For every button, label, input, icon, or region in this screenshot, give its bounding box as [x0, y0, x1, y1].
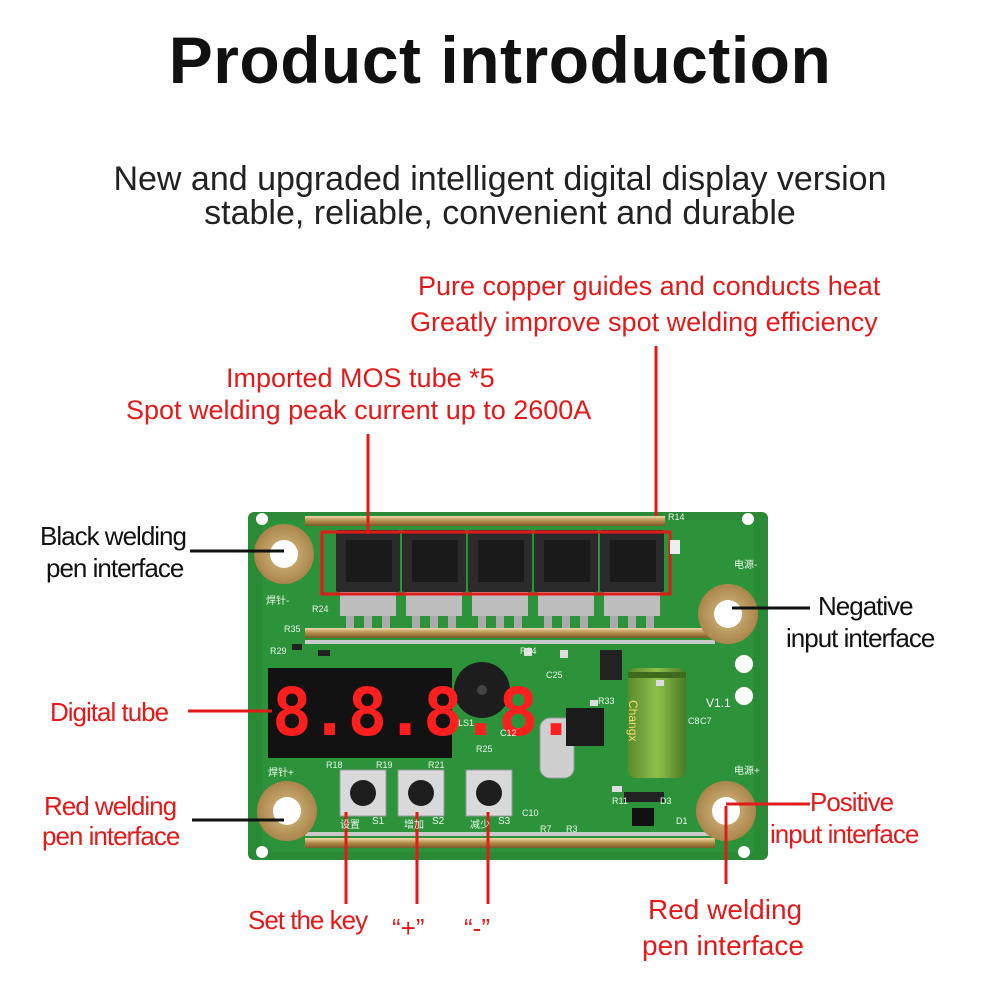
digital-tube-callout: Digital tube [50, 697, 169, 727]
copper-callout-line-1: Pure copper guides and conducts heat [418, 271, 881, 301]
black-pen-callout-line-1: Black welding [40, 521, 187, 551]
pad-black-pen [254, 524, 314, 584]
red-pen-left-callout-line-2: pen interface [42, 821, 180, 851]
label-neg-input: 电源- [734, 560, 758, 571]
label-r7: R7 [540, 824, 552, 834]
label-c25: C25 [546, 670, 563, 680]
mos-callout-line-2: Spot welding peak current up to 2600A [126, 395, 592, 425]
label-key3: 减少 [470, 820, 490, 831]
plus-key-callout: “+” [392, 913, 425, 943]
label-r21: R21 [428, 760, 445, 770]
electrolytic-capacitor [628, 668, 686, 778]
button-set [339, 769, 387, 817]
label-s2: S2 [432, 816, 445, 827]
ic-chip [566, 708, 604, 746]
positive-callout-line-2: input interface [770, 819, 919, 849]
label-r25: R25 [476, 744, 493, 754]
subtitle-line-2: stable, reliable, convenient and durable [204, 194, 796, 232]
board-version: V1.1 [706, 696, 731, 710]
set-key-callout: Set the key [248, 905, 368, 935]
crystal [539, 717, 575, 779]
button-plus [397, 769, 445, 817]
negative-callout-line-1: Negative [818, 591, 914, 621]
label-r11: R11 [612, 796, 628, 806]
digital-tube-display [268, 668, 452, 758]
label-ls1: LS1 [458, 718, 475, 728]
pad-negative-input [698, 584, 758, 644]
mos-callout-line-1: Imported MOS tube *5 [226, 363, 495, 393]
positive-callout-line-1: Positive [810, 787, 894, 817]
label-r18: R18 [326, 760, 343, 770]
black-pen-callout-line-2: pen interface [46, 553, 184, 583]
label-c12: C12 [500, 728, 517, 738]
label-d1: D1 [676, 816, 688, 826]
label-s1: S1 [372, 816, 385, 827]
label-c8: C8 [688, 716, 700, 726]
label-r35: R35 [284, 624, 301, 634]
label-r34: R34 [520, 646, 537, 656]
red-pen-bottom-callout-line-2: pen interface [642, 930, 804, 961]
label-key1: 设置 [340, 820, 360, 831]
pad-red-pen [257, 781, 317, 841]
label-pen-pos: 焊针+ [268, 768, 294, 779]
mos-highlight-box [320, 530, 672, 596]
label-d3: D3 [660, 796, 672, 806]
label-r3: R3 [566, 824, 578, 834]
capacitor-brand: Changx [626, 700, 640, 742]
copper-bar-mid [305, 628, 715, 638]
red-pen-bottom-callout-line-1: Red welding [648, 894, 803, 925]
label-pos-input: 电源+ [734, 766, 760, 777]
label-r19: R19 [376, 760, 393, 770]
label-c7: C7 [700, 716, 712, 726]
label-r24: R24 [312, 604, 329, 614]
copper-bar-top [305, 516, 665, 526]
label-r33: R33 [598, 696, 615, 706]
label-r14: R14 [668, 512, 685, 522]
subtitle-line-1: New and upgraded intelligent digital dis… [113, 160, 887, 198]
negative-callout-line-2: input interface [786, 623, 935, 653]
copper-callout-line-2: Greatly improve spot welding efficiency [410, 307, 878, 337]
button-minus [465, 769, 513, 817]
page-title: Product introduction [168, 23, 832, 97]
red-pen-left-callout-line-1: Red welding [44, 791, 177, 821]
label-s3: S3 [498, 816, 511, 827]
display-digits: 8.8.8.8. [272, 674, 576, 751]
label-pen-neg: 焊针- [266, 596, 290, 607]
copper-bar-bottom [305, 838, 715, 848]
label-r29: R29 [270, 646, 287, 656]
minus-key-callout: “-” [464, 913, 490, 943]
mos-tubes [336, 530, 664, 628]
label-c10: C10 [522, 808, 539, 818]
label-key2: 增加 [404, 820, 424, 831]
